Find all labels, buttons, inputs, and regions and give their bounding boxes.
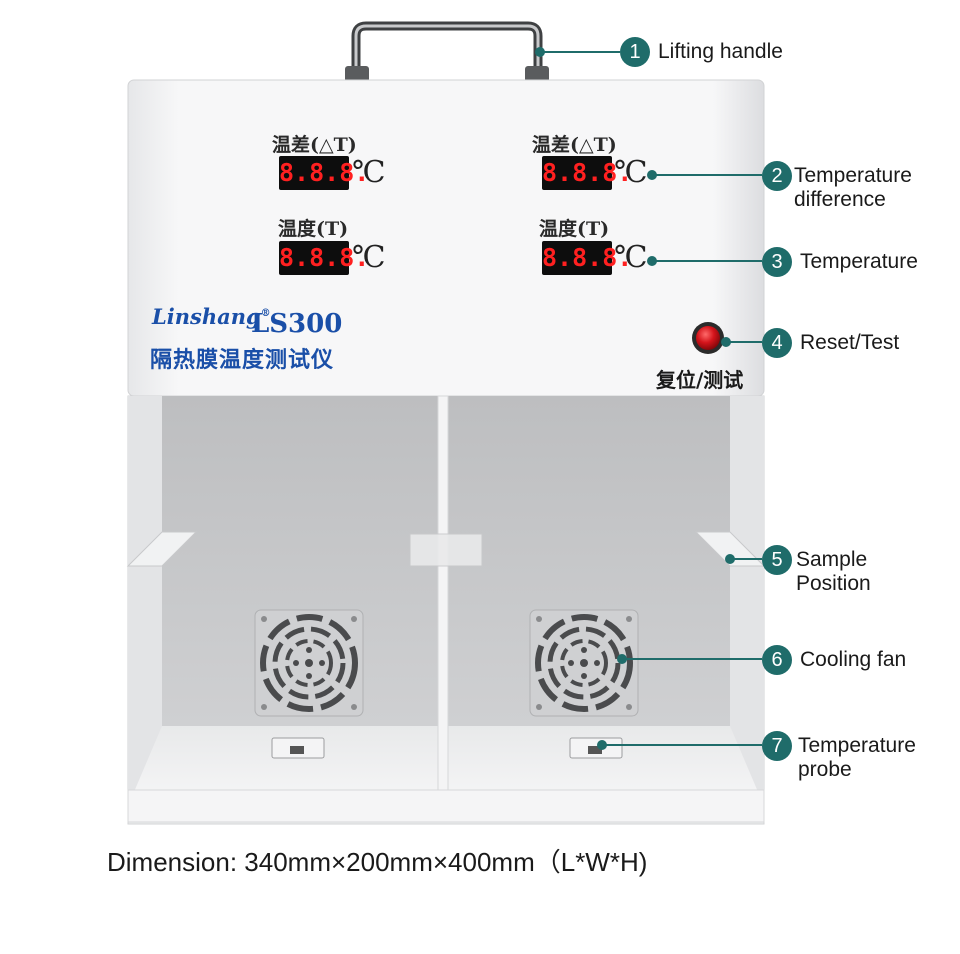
callout-badge: 2 <box>762 161 792 191</box>
callout-badge: 5 <box>762 545 792 575</box>
device-subtitle: 隔热膜温度测试仪 <box>150 347 335 373</box>
callout-label: Sample Position <box>796 548 871 595</box>
right-temp-label: 温度(T) <box>539 218 610 240</box>
callout-lifting-handle: 1 Lifting handle <box>620 37 783 67</box>
right-diff-unit: ℃ <box>614 155 648 190</box>
dimension-text: Dimension: 340mm×200mm×400mm（L*W*H) <box>107 847 648 877</box>
left-diff-label: 温差(△T) <box>272 134 357 156</box>
model-name: LS300 <box>251 309 343 339</box>
sample-shelves <box>126 531 766 567</box>
temperature-probes <box>271 737 623 759</box>
cooling-fan-left <box>254 609 364 717</box>
cooling-fan-right <box>529 609 639 717</box>
callout-label: Lifting handle <box>658 40 783 63</box>
callout-sample-position: 5 Sample Position <box>762 545 871 596</box>
left-temp-unit: ℃ <box>352 240 386 275</box>
callout-label: Reset/Test <box>800 331 900 354</box>
right-temp-unit: ℃ <box>614 240 648 275</box>
left-diff-unit: ℃ <box>352 155 386 190</box>
right-diff-display: 8.8.8. <box>542 156 632 190</box>
brand-registered-mark: ® <box>260 308 271 319</box>
callout-label: Cooling fan <box>800 648 907 671</box>
left-temp-display: 8.8.8. <box>279 241 369 275</box>
callout-badge: 1 <box>620 37 650 67</box>
left-diff-display: 8.8.8. <box>279 156 369 190</box>
brand-name: Linshang <box>152 304 261 329</box>
callout-badge: 4 <box>762 328 792 358</box>
callout-badge: 3 <box>762 247 792 277</box>
left-temp-label: 温度(T) <box>278 218 349 240</box>
brand-logo: Linshang® <box>152 304 271 329</box>
callout-cooling-fan: 6 Cooling fan <box>762 645 906 675</box>
callout-temperature-difference: 2 Temperature difference <box>762 161 912 212</box>
right-temp-display: 8.8.8. <box>542 241 632 275</box>
callout-reset-test: 4 Reset/Test <box>762 328 899 358</box>
callout-temperature: 3 Temperature <box>762 247 918 277</box>
reset-test-button[interactable] <box>696 326 720 350</box>
callout-badge: 6 <box>762 645 792 675</box>
callout-label: Temperature probe <box>798 734 916 781</box>
right-diff-label: 温差(△T) <box>532 134 617 156</box>
callout-label: Temperature difference <box>794 164 912 211</box>
callout-leaders <box>535 47 762 750</box>
callout-badge: 7 <box>762 731 792 761</box>
lifting-handle <box>345 21 549 82</box>
callout-label: Temperature <box>800 250 918 273</box>
callout-temperature-probe: 7 Temperature probe <box>762 731 916 782</box>
reset-test-label: 复位/测试 <box>656 368 744 392</box>
